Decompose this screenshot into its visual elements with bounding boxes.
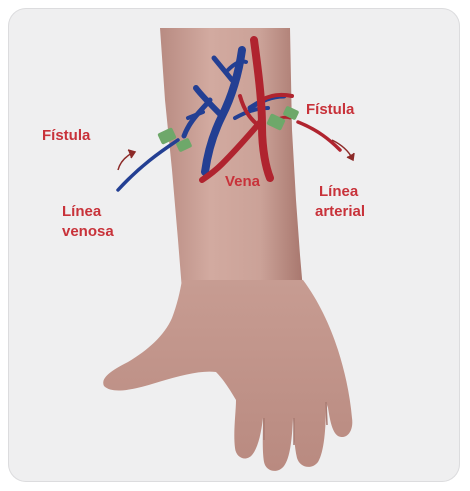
arrow-left-icon: [118, 150, 135, 170]
arterial-line: [298, 122, 340, 150]
linea-arterial-label-line1: Línea: [319, 183, 359, 200]
linea-venosa-label-line1: Línea: [62, 203, 102, 220]
linea-venosa-label-line2: venosa: [62, 223, 114, 240]
vena-label: Vena: [225, 173, 261, 190]
fistula-right-label: Fístula: [306, 101, 355, 118]
arrow-right-icon: [332, 140, 354, 160]
fistula-left-label: Fístula: [42, 127, 91, 144]
hand: [103, 280, 352, 471]
linea-arterial-label-line2: arterial: [315, 203, 365, 220]
venous-line: [118, 140, 178, 190]
